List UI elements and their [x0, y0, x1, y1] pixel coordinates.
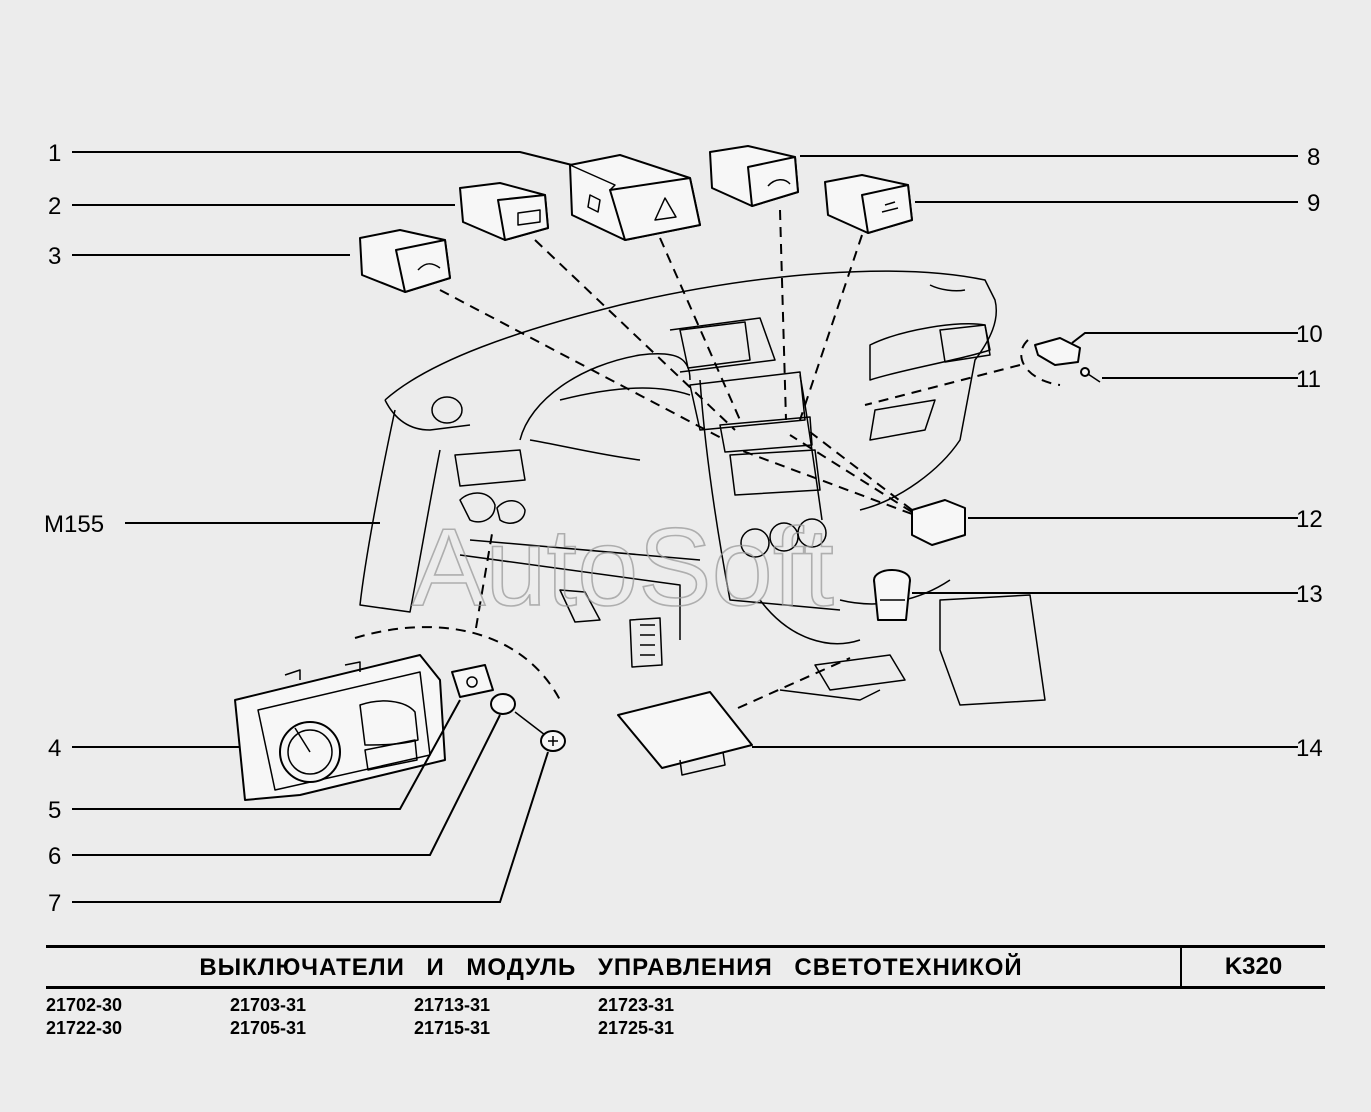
watermark: AutoSoft: [412, 506, 834, 629]
callout-9: 9: [1307, 190, 1320, 217]
title-block: ВЫКЛЮЧАТЕЛИ И МОДУЛЬ УПРАВЛЕНИЯ СВЕТОТЕХ…: [46, 945, 1325, 1095]
model-code: 21722-30: [46, 1018, 123, 1038]
model-code: 21723-31: [598, 995, 675, 1015]
callout-10: 10: [1296, 321, 1323, 348]
switch-block-part: [911, 499, 966, 546]
callout-1: 1: [48, 140, 61, 167]
screw-part-small: [1080, 367, 1101, 383]
callout-2: 2: [48, 193, 61, 220]
callout-14: 14: [1296, 735, 1323, 762]
callout-m155: M155: [44, 511, 104, 538]
bracket-part: [451, 664, 494, 698]
socket-part: [873, 569, 911, 621]
leader-lines: [72, 151, 1298, 903]
callout-3: 3: [48, 243, 61, 270]
tray-part: [617, 691, 753, 776]
dashboard-drawing: [359, 270, 1046, 706]
model-list: 21702-30 21703-31 21713-31 21723-31 2172…: [46, 995, 846, 1039]
model-code: 21703-31: [230, 995, 307, 1015]
callout-13: 13: [1296, 581, 1323, 608]
page-title: ВЫКЛЮЧАТЕЛИ И МОДУЛЬ УПРАВЛЕНИЯ СВЕТОТЕХ…: [199, 954, 1023, 981]
model-code: 21725-31: [598, 1018, 675, 1038]
model-code: 21705-31: [230, 1018, 307, 1038]
nut-part: [490, 693, 516, 715]
rear-defrost-switch-part: [459, 182, 549, 241]
light-control-module-part: [234, 654, 446, 801]
trunk-switch-part: [709, 145, 799, 207]
model-code: 21702-30: [46, 995, 123, 1015]
windshield-heat-switch-part: [359, 229, 451, 293]
page-code: K320: [1180, 948, 1325, 986]
model-code: 21713-31: [414, 995, 491, 1015]
exploded-diagram: AutoSoft 1 2 3 M155 4 5 6 7 8 9 10 11 12…: [44, 140, 1323, 917]
callout-5: 5: [48, 797, 61, 824]
callout-4: 4: [48, 735, 61, 762]
callout-6: 6: [48, 843, 61, 870]
clip-part: [1034, 337, 1081, 366]
title-bar: ВЫКЛЮЧАТЕЛИ И МОДУЛЬ УПРАВЛЕНИЯ СВЕТОТЕХ…: [46, 945, 1325, 989]
assembly-dashed-lines: [354, 209, 1061, 709]
hazard-switch-part: [569, 154, 701, 241]
callout-11: 11: [1296, 366, 1321, 393]
callout-12: 12: [1296, 506, 1323, 533]
screw-part: [514, 711, 566, 752]
callout-7: 7: [48, 890, 61, 917]
fog-light-switch-part: [824, 174, 913, 234]
callout-8: 8: [1307, 144, 1320, 171]
model-code: 21715-31: [414, 1018, 491, 1038]
